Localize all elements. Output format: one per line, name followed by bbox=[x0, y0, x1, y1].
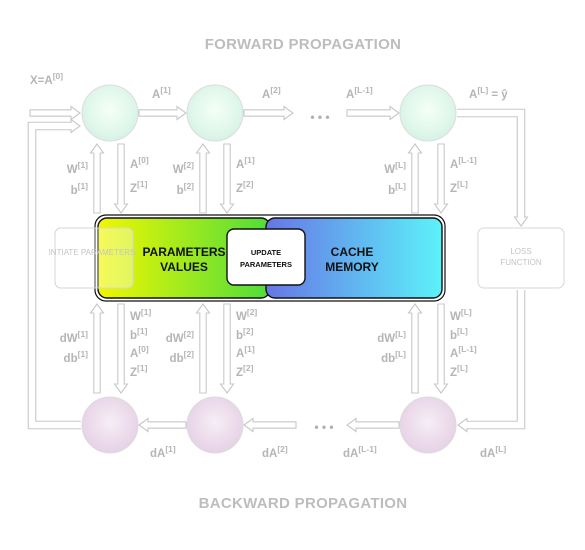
forward-cache-arrow-1 bbox=[113, 143, 129, 214]
backward-grad-db-2: db[2] bbox=[170, 349, 195, 365]
backward-input-W-3: W[L] bbox=[450, 307, 472, 323]
backward-input-b-3: b[L] bbox=[450, 326, 468, 342]
backward-output-label-4: dA[L] bbox=[480, 444, 506, 460]
backward-grad-dW-2: dW[2] bbox=[166, 329, 194, 345]
forward-ellipsis: • • • bbox=[310, 110, 329, 124]
forward-node-L bbox=[399, 84, 457, 142]
forward-output-label-4: A[L] = ŷ bbox=[469, 85, 508, 101]
forward-param-b-1: b[1] bbox=[71, 181, 89, 197]
backward-grad-arrow-2 bbox=[195, 303, 211, 394]
backward-ellipsis: • • • bbox=[314, 420, 333, 434]
update-parameters-line-2: PARAMETERS bbox=[240, 260, 292, 269]
initiate-parameters-label: INTIATE PARAMETERS bbox=[49, 248, 136, 257]
backward-grad-db-3: db[L] bbox=[381, 349, 406, 365]
backward-grad-dW-1: dW[1] bbox=[60, 329, 88, 345]
backward-input-Z-3: Z[L] bbox=[450, 363, 468, 379]
backward-grad-arrow-3 bbox=[407, 303, 423, 394]
backward-grad-db-1: db[1] bbox=[64, 349, 89, 365]
forward-param-b-3: b[L] bbox=[388, 181, 406, 197]
forward-to-loss-arrow bbox=[457, 108, 529, 227]
forward-cache-Z-3: Z[L] bbox=[450, 179, 468, 195]
forward-arrow-1-2 bbox=[138, 105, 187, 121]
backward-output-label-2: dA[2] bbox=[262, 444, 288, 460]
cache-memory-line-2: MEMORY bbox=[325, 260, 379, 274]
backward-input-b-1: b[1] bbox=[130, 326, 148, 342]
forward-output-label-3: A[L-1] bbox=[346, 85, 373, 101]
backward-loop-arrow bbox=[27, 118, 81, 430]
update-parameters-box bbox=[226, 228, 306, 286]
loss-function-box bbox=[477, 227, 565, 289]
cache-memory-line-1: CACHE bbox=[331, 245, 374, 259]
backward-arrow-dots-2 bbox=[243, 417, 297, 433]
forward-arrow-2-dots bbox=[243, 105, 294, 121]
forward-param-W-3: W[L] bbox=[384, 160, 406, 176]
backward-input-b-2: b[2] bbox=[236, 326, 254, 342]
backward-input-Z-1: Z[1] bbox=[130, 363, 148, 379]
backward-propagation-heading: BACKWARD PROPAGATION bbox=[199, 495, 408, 512]
forward-cache-Z-2: Z[2] bbox=[236, 179, 254, 195]
backward-output-label-3: dA[L-1] bbox=[343, 444, 377, 460]
forward-cache-arrow-3 bbox=[433, 143, 449, 214]
input-arrow bbox=[29, 105, 81, 121]
backward-arrow-2-1 bbox=[138, 417, 187, 433]
backward-node-2 bbox=[186, 396, 244, 454]
forward-param-arrow-2 bbox=[195, 143, 211, 214]
forward-arrow-dots-L bbox=[346, 105, 400, 121]
backward-arrow-L-dots bbox=[346, 417, 400, 433]
forward-cache-arrow-2 bbox=[219, 143, 235, 214]
label-layer: X=A[0] A[1] A[2] A[L-1] A[L] = ŷ W[1] b[1] W[2]… bbox=[30, 71, 508, 460]
forward-node-1 bbox=[81, 84, 139, 142]
backward-grad-arrow-1 bbox=[89, 303, 105, 394]
forward-param-W-1: W[1] bbox=[67, 160, 88, 176]
parameters-values-line-1: PARAMETERS bbox=[142, 245, 225, 259]
forward-cache-A-2: A[1] bbox=[236, 155, 255, 171]
loss-to-backward-arrow bbox=[457, 290, 526, 433]
forward-param-arrow-1 bbox=[89, 143, 105, 214]
forward-cache-A-1: A[0] bbox=[130, 155, 149, 171]
forward-output-label-2: A[2] bbox=[262, 85, 281, 101]
loss-function-line-1: LOSS bbox=[510, 247, 531, 256]
forward-cache-Z-1: Z[1] bbox=[130, 179, 148, 195]
forward-propagation-heading: FORWARD PROPAGATION bbox=[205, 36, 402, 53]
backward-output-label-1: dA[1] bbox=[150, 444, 176, 460]
forward-param-b-2: b[2] bbox=[177, 181, 195, 197]
loss-function-line-2: FUNCTION bbox=[500, 258, 542, 267]
initiate-parameters-overlay bbox=[54, 227, 134, 289]
central-outer-frame bbox=[94, 214, 446, 302]
input-label: X=A[0] bbox=[30, 71, 63, 87]
parameters-values-line-2: VALUES bbox=[160, 260, 208, 274]
backward-input-A-2: A[1] bbox=[236, 344, 255, 360]
backward-input-arrow-3 bbox=[433, 303, 449, 394]
backward-node-1 bbox=[81, 396, 139, 454]
forward-param-arrow-3 bbox=[407, 143, 423, 214]
backward-node-L bbox=[399, 396, 457, 454]
backward-input-W-2: W[2] bbox=[236, 307, 257, 323]
forward-cache-A-3: A[L-1] bbox=[450, 155, 477, 171]
backward-input-arrow-1 bbox=[113, 303, 129, 394]
forward-node-2 bbox=[186, 84, 244, 142]
update-parameters-line-1: UPDATE bbox=[251, 248, 281, 257]
arrow-layer bbox=[27, 105, 529, 433]
forward-output-label-1: A[1] bbox=[152, 85, 171, 101]
backward-input-A-3: A[L-1] bbox=[450, 344, 477, 360]
forward-param-W-2: W[2] bbox=[173, 160, 194, 176]
backward-input-arrow-2 bbox=[219, 303, 235, 394]
backward-input-Z-2: Z[2] bbox=[236, 363, 254, 379]
backward-input-W-1: W[1] bbox=[130, 307, 151, 323]
backward-input-A-1: A[0] bbox=[130, 344, 149, 360]
backward-grad-dW-3: dW[L] bbox=[377, 329, 406, 345]
